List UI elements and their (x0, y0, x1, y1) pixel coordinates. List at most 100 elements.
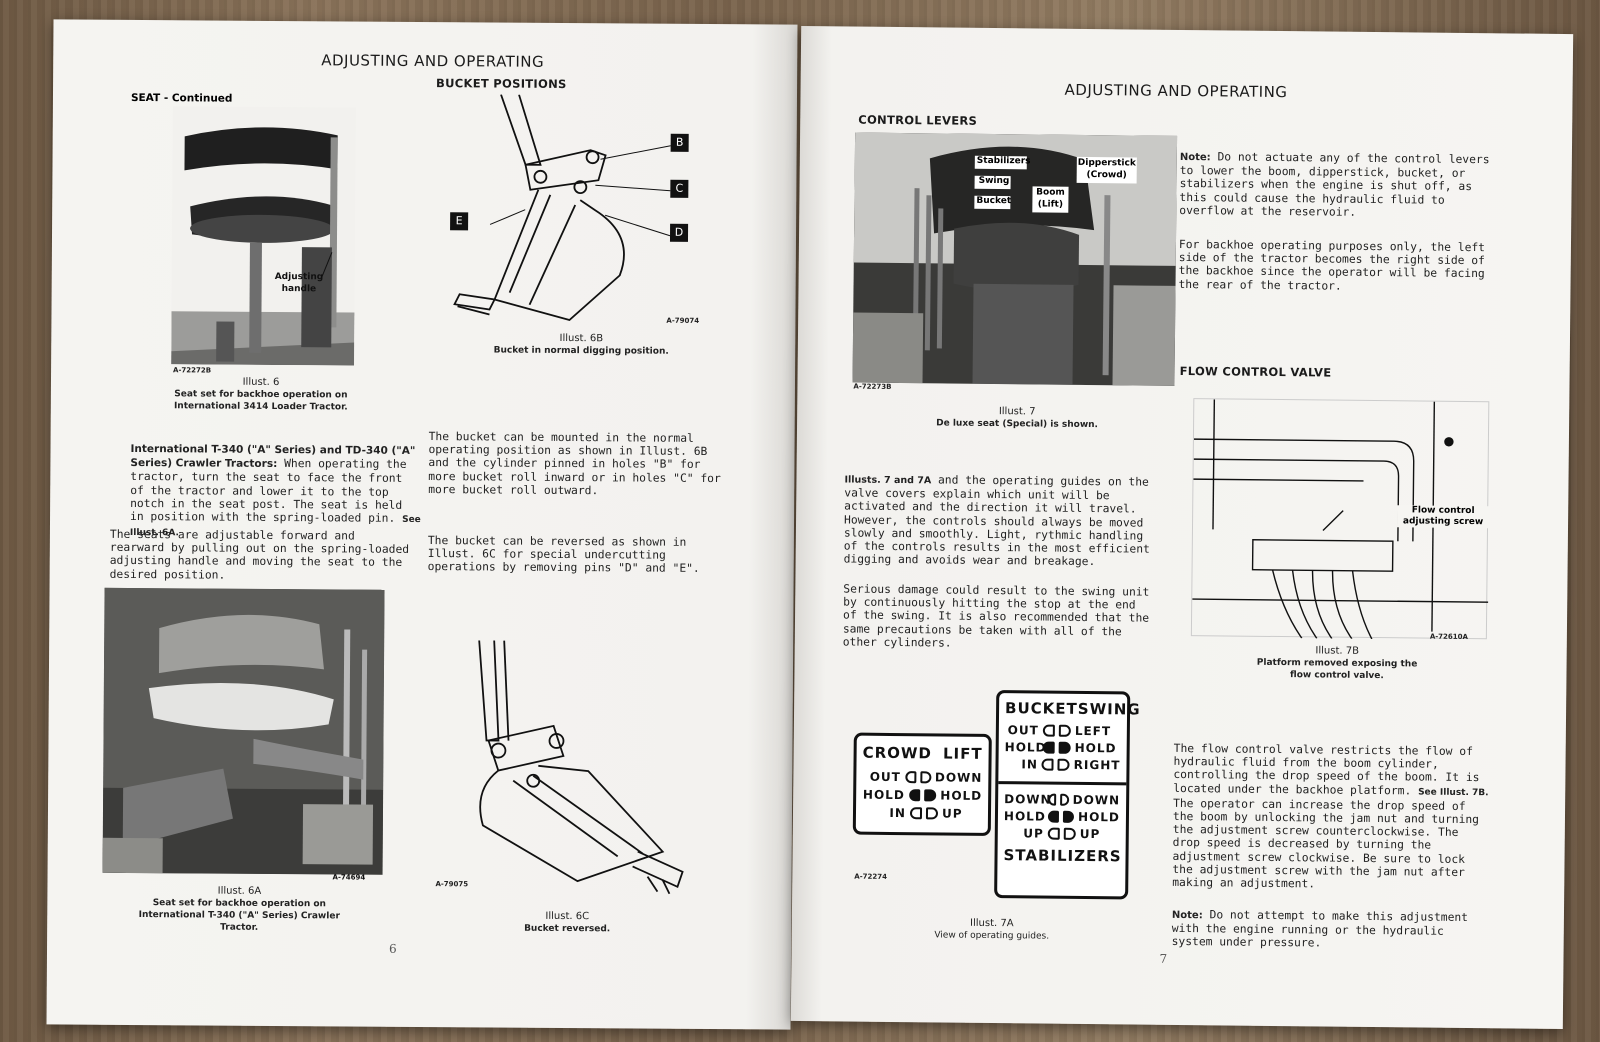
callout-swing: Swing (978, 175, 1010, 187)
illust6-code: A-72272B (173, 366, 212, 375)
illust6a-code: A-74694 (332, 873, 366, 882)
flow-ref: See Illust. 7B. (1418, 787, 1489, 798)
guide-stabilizers-title: STABILIZERS (1003, 846, 1122, 866)
guide-divider (998, 781, 1127, 786)
square-right-icon (919, 771, 931, 784)
illust7b-code: A-72610A (1429, 632, 1469, 642)
left-page: ADJUSTING AND OPERATING SEAT - Continued… (46, 19, 798, 1030)
square-right-icon (1060, 793, 1069, 806)
square-left-icon (1047, 827, 1060, 840)
page-number: 7 (1159, 951, 1168, 966)
square-left-icon (1042, 724, 1055, 737)
illust6b-code: A-79074 (666, 316, 700, 325)
square-left-icon (1041, 758, 1054, 771)
illust7b-caption-block: Illust. 7B Platform removed exposing the… (1249, 645, 1424, 683)
backhoe-paragraph: For backhoe operating purposes only, the… (1178, 237, 1486, 293)
square-left-icon (1048, 793, 1057, 806)
control-levers-title: CONTROL LEVERS (858, 112, 978, 128)
guides-paragraph: Illusts. 7 and 7A and the operating guid… (844, 472, 1157, 569)
label-c: C (670, 179, 689, 198)
guides-text: and the operating guides on the valve co… (843, 473, 1150, 569)
illust6-photo: Adjusting handle (171, 106, 356, 366)
bucket-hold: HOLD (1004, 740, 1047, 755)
illust7a-caption: View of operating guides. (934, 930, 1050, 942)
stab-left-hold: HOLD (1003, 809, 1046, 824)
bucket-positions-title: BUCKET POSITIONS (436, 76, 567, 91)
square-right-icon (925, 807, 939, 820)
guide-bucket-title: BUCKET (1005, 699, 1078, 718)
svg-text:handle: handle (282, 284, 317, 294)
filled-square-left-icon (908, 789, 921, 802)
illust7b-drawing: Flow control adjusting screw (1190, 398, 1490, 640)
lift-down: DOWN (934, 770, 983, 785)
illust6c-caption: Bucket reversed. (524, 923, 611, 935)
page-header: ADJUSTING AND OPERATING (1064, 80, 1288, 102)
illust6c-code: A-79075 (435, 880, 469, 889)
damage-paragraph: Serious damage could result to the swing… (842, 582, 1150, 650)
crowd-in: IN (889, 805, 907, 821)
guides-lead: Illusts. 7 and 7A (844, 474, 932, 487)
stab-left-down: DOWN (1004, 792, 1052, 807)
illust7b-caption: Platform removed exposing the flow contr… (1256, 657, 1418, 682)
callout-dipperstick: Dipperstick (Crowd) (1077, 157, 1136, 181)
illust6b-caption: Bucket in normal digging position. (493, 345, 669, 357)
note2-paragraph: Note: Do not attempt to make this adjust… (1172, 908, 1490, 952)
illust7-photo: Stabilizers Swing Bucket Dipperstick (Cr… (852, 132, 1178, 386)
illust7b-title: Illust. 7B (1315, 645, 1360, 657)
bucket-out: OUT (1007, 723, 1039, 738)
callout-stabilizers: Stabilizers (976, 155, 1031, 167)
filled-square-right-icon (1058, 741, 1071, 754)
illust6a-caption-block: Illust. 6A Seat set for backhoe operatio… (119, 885, 359, 935)
illust6b-title: Illust. 6B (559, 332, 604, 345)
stab-left-up: UP (1023, 826, 1044, 841)
illust6b-drawing: B C D E (429, 94, 731, 344)
guide-lift-title: LIFT (942, 744, 983, 763)
illust6a-caption: Seat set for backhoe operation on Intern… (138, 898, 340, 933)
filled-square-left-icon (1047, 810, 1060, 823)
note1-label: Note: (1179, 151, 1211, 164)
bucket-in: IN (1021, 757, 1039, 772)
guide-crowd-title: CROWD (862, 743, 933, 763)
illust7a-title: Illust. 7A (970, 917, 1014, 930)
seats-paragraph: The seats are adjustable forward and rea… (109, 527, 410, 582)
square-right-icon (1058, 724, 1071, 737)
right-page: ADJUSTING AND OPERATING CONTROL LEVERS S… (790, 25, 1574, 1030)
illust7-caption: De luxe seat (Special) is shown. (936, 418, 1099, 431)
illust7-title: Illust. 7 (998, 406, 1036, 418)
illust6-caption-block: Illust. 6 Seat set for backhoe operation… (151, 376, 371, 414)
illust6c-drawing (437, 640, 699, 902)
illust7a-code: A-72274 (854, 872, 888, 881)
stab-right-down: DOWN (1072, 792, 1121, 808)
seat-continued-label: SEAT - Continued (130, 91, 233, 105)
flow-control-title: FLOW CONTROL VALVE (1179, 363, 1332, 380)
illust6-title: Illust. 6 (242, 376, 280, 389)
bucket-paragraph-1: The bucket can be mounted in the normal … (428, 430, 721, 498)
flow-text-2: The operator can increase the drop speed… (1172, 796, 1480, 891)
flow-paragraph: The flow control valve restricts the flo… (1172, 742, 1492, 893)
lift-hold: HOLD (940, 788, 983, 803)
stab-right-up: UP (1079, 826, 1101, 842)
illust6a-photo (102, 587, 385, 875)
bucket-paragraph-2: The bucket can be reversed as shown in I… (427, 534, 700, 576)
note2-label: Note: (1171, 909, 1203, 922)
page-header: ADJUSTING AND OPERATING (321, 51, 545, 71)
note1-paragraph: Note: Do not actuate any of the control … (1179, 150, 1498, 220)
callout-bucket: Bucket (976, 195, 1012, 207)
note2-text: Do not attempt to make this adjustment w… (1171, 908, 1469, 950)
lift-up: UP (941, 806, 963, 821)
filled-square-right-icon (1062, 810, 1075, 823)
illust6a-title: Illust. 6A (217, 885, 262, 897)
swing-hold: HOLD (1074, 740, 1117, 756)
illust7a-caption-block: Illust. 7A View of operating guides. (922, 917, 1062, 942)
swing-right: RIGHT (1073, 757, 1121, 773)
square-left-icon (904, 771, 916, 784)
illust6c-title: Illust. 6C (545, 910, 590, 923)
illust6-caption: Seat set for backhoe operation on Intern… (173, 389, 348, 413)
guide-swing-title: SWING (1077, 699, 1141, 719)
filled-square-left-icon (1042, 741, 1055, 754)
illust6c-caption-block: Illust. 6C Bucket reversed. (487, 910, 647, 935)
callout-flow-control: Flow control adjusting screw (1397, 505, 1490, 529)
square-right-icon (1063, 827, 1076, 840)
